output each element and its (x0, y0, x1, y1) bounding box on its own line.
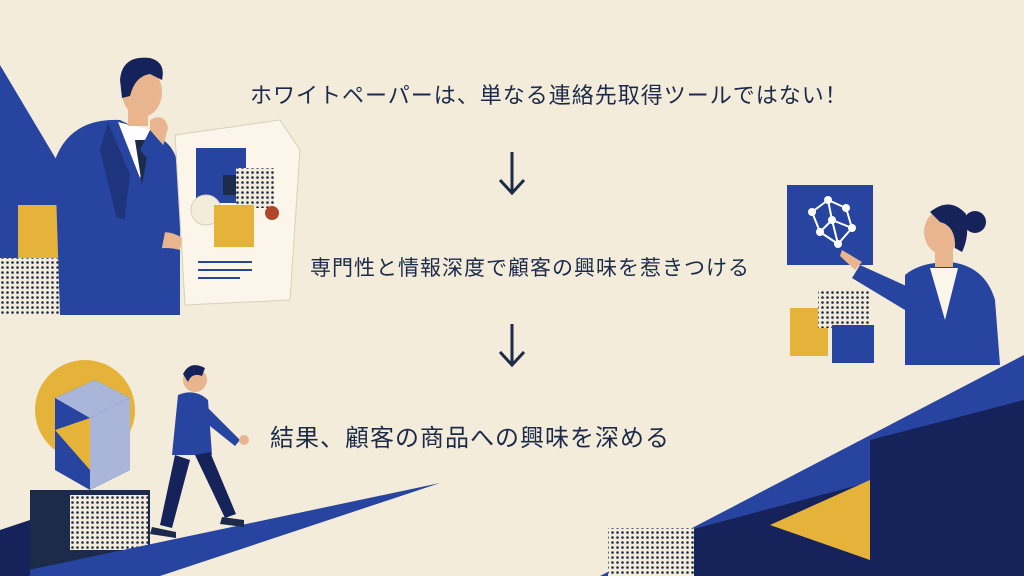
woman-with-network-illustration (787, 185, 1000, 365)
document-icon (174, 119, 301, 306)
bottom-right-geometric-shapes (600, 355, 1024, 576)
walking-man-illustration (0, 360, 440, 576)
result-message: 結果、顧客の商品への興味を深める (270, 424, 670, 452)
down-arrow-icon (498, 152, 526, 196)
down-arrow-icon (498, 324, 526, 368)
businessman-with-document-illustration (0, 57, 301, 316)
middle-message: 専門性と情報深度で顧客の興味を惹きつける (310, 256, 750, 280)
headline-message: ホワイトペーパーは、単なる連絡先取得ツールではない！ (250, 84, 848, 109)
network-icon (787, 185, 873, 265)
